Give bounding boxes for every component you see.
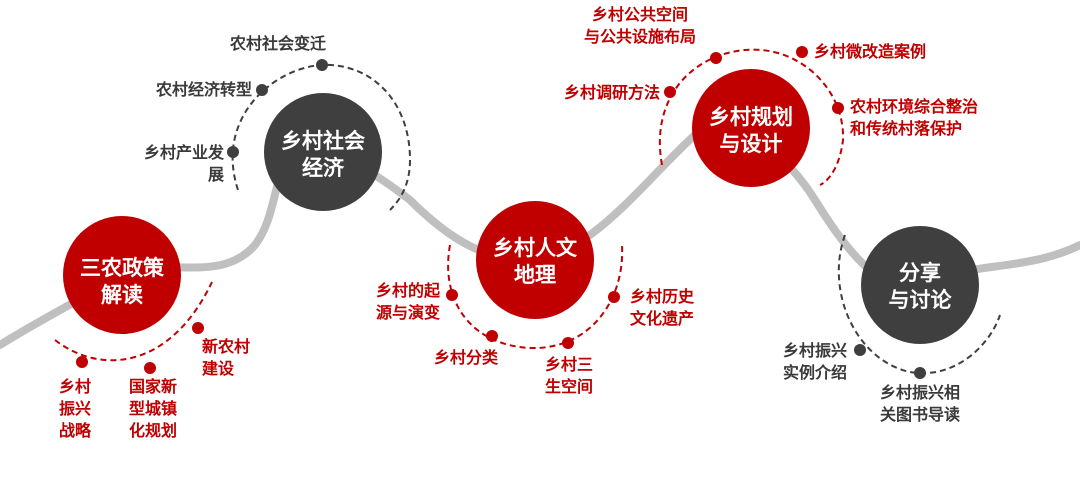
hub-guihua-line-2: 与设计 xyxy=(720,131,783,156)
svg-text:农村社会变迁: 农村社会变迁 xyxy=(229,34,326,53)
svg-text:乡村公共空间: 乡村公共空间 xyxy=(592,5,688,24)
svg-text:建设: 建设 xyxy=(202,359,235,378)
topic-dot xyxy=(832,102,844,114)
topic-dot xyxy=(192,322,204,334)
topic-label: 乡村三 生空间 xyxy=(545,355,593,396)
topic-label: 乡村调研方法 xyxy=(564,83,660,102)
svg-text:乡村调研方法: 乡村调研方法 xyxy=(564,83,660,102)
svg-text:新农村: 新农村 xyxy=(202,337,250,356)
svg-text:和传统村落保护: 和传统村落保护 xyxy=(850,119,962,138)
svg-text:化规划: 化规划 xyxy=(129,421,177,440)
hub-shehui-line-2: 经济 xyxy=(302,155,345,180)
svg-text:乡村三: 乡村三 xyxy=(545,355,593,374)
topic-label: 农村社会变迁 xyxy=(229,34,326,53)
svg-text:国家新: 国家新 xyxy=(129,377,177,396)
svg-text:乡村历史: 乡村历史 xyxy=(630,287,695,306)
topic-label: 乡村的起 源与演变 xyxy=(376,281,441,322)
svg-text:乡村分类: 乡村分类 xyxy=(434,348,499,367)
topic-dot xyxy=(562,337,574,349)
topic-dot xyxy=(854,344,866,356)
hub-guihua[interactable]: 乡村规划 与设计 xyxy=(692,69,810,187)
topic-dot xyxy=(446,289,458,301)
hub-renwen-line-2: 地理 xyxy=(514,262,556,287)
topic-label: 乡村振兴 实例介绍 xyxy=(783,341,847,382)
arc-sannong xyxy=(54,281,213,362)
hub-fenxiang-line-2: 与讨论 xyxy=(889,287,953,312)
topic-label: 乡村分类 xyxy=(434,348,499,367)
svg-text:乡村产业发: 乡村产业发 xyxy=(144,143,225,162)
topic-label: 乡村微改造案例 xyxy=(814,42,926,61)
svg-text:乡村振兴: 乡村振兴 xyxy=(783,341,847,360)
svg-text:关图书导读: 关图书导读 xyxy=(880,405,960,424)
topic-dots xyxy=(76,46,926,379)
topic-dot xyxy=(664,86,676,98)
topic-label: 农村环境综合整治 和传统村落保护 xyxy=(849,97,978,138)
hub-shehui[interactable]: 乡村社会 经济 xyxy=(264,93,382,211)
topic-dot xyxy=(796,46,808,58)
svg-text:乡村微改造案例: 乡村微改造案例 xyxy=(814,42,926,61)
topic-dot xyxy=(608,291,620,303)
topic-dot xyxy=(76,356,88,368)
svg-text:乡村振兴相: 乡村振兴相 xyxy=(880,383,960,402)
topic-label: 乡村振兴相 关图书导读 xyxy=(880,383,960,424)
svg-text:文化遗产: 文化遗产 xyxy=(630,309,694,328)
topic-dot xyxy=(486,330,498,342)
topic-dot xyxy=(227,146,239,158)
topic-dot xyxy=(710,52,722,64)
svg-text:型城镇: 型城镇 xyxy=(129,399,177,418)
arc-fenxiang xyxy=(837,234,1001,375)
svg-text:展: 展 xyxy=(208,165,225,184)
topic-label: 乡村 振兴 战略 xyxy=(59,377,92,440)
hub-shehui-line-1: 乡村社会 xyxy=(281,128,365,153)
hub-guihua-line-1: 乡村规划 xyxy=(709,104,793,129)
topic-dot xyxy=(914,367,926,379)
topic-label: 新农村 建设 xyxy=(202,337,250,378)
svg-text:生空间: 生空间 xyxy=(545,377,593,396)
svg-text:农村经济转型: 农村经济转型 xyxy=(155,80,252,99)
arc-shehui xyxy=(231,63,412,211)
svg-text:源与演变: 源与演变 xyxy=(376,303,440,322)
hub-fenxiang-line-1: 分享 xyxy=(899,260,941,285)
topic-dot xyxy=(144,362,156,374)
hub-fenxiang[interactable]: 分享 与讨论 xyxy=(861,226,979,344)
svg-text:振兴: 振兴 xyxy=(59,399,91,418)
topic-dot xyxy=(256,84,268,96)
topic-dot xyxy=(316,59,328,71)
svg-text:农村环境综合整治: 农村环境综合整治 xyxy=(849,97,978,116)
topic-label: 乡村产业发 展 xyxy=(144,143,225,184)
hub-renwen-line-1: 乡村人文 xyxy=(493,235,578,260)
topic-label: 乡村历史 文化遗产 xyxy=(630,287,695,328)
svg-text:战略: 战略 xyxy=(59,421,92,440)
hub-sannong-line-2: 解读 xyxy=(101,282,143,307)
topic-label: 乡村公共空间 与公共设施布局 xyxy=(584,5,696,46)
svg-text:乡村的起: 乡村的起 xyxy=(376,281,441,300)
topic-label: 农村经济转型 xyxy=(155,80,252,99)
hub-renwen[interactable]: 乡村人文 地理 xyxy=(476,201,594,319)
topic-label: 国家新 型城镇 化规划 xyxy=(129,377,177,440)
hub-sannong-line-1: 三农政策 xyxy=(80,255,165,280)
arc-renwen xyxy=(447,244,624,350)
hub-sannong[interactable]: 三农政策 解读 xyxy=(63,216,181,334)
svg-text:实例介绍: 实例介绍 xyxy=(783,363,847,382)
svg-text:与公共设施布局: 与公共设施布局 xyxy=(584,27,696,46)
svg-text:乡村: 乡村 xyxy=(59,377,91,396)
